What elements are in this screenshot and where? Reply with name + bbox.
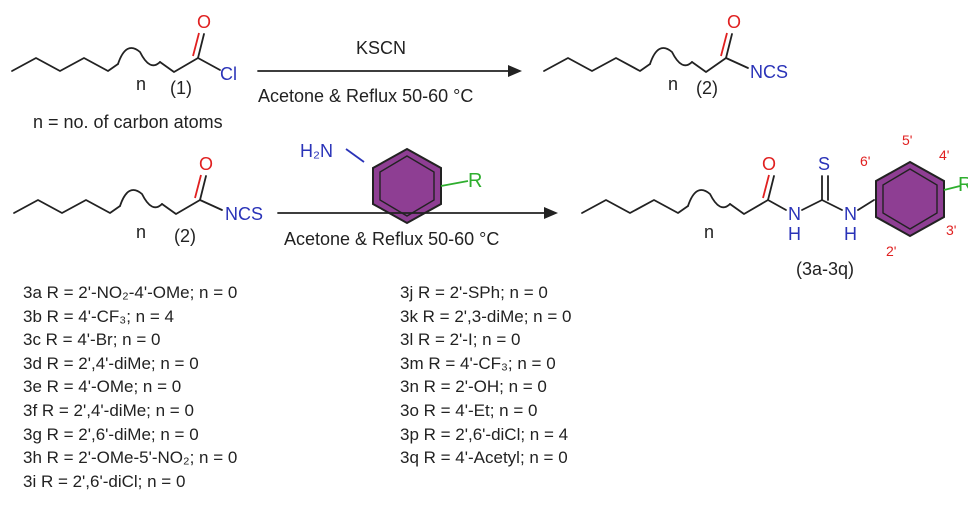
amine-label: H₂N: [300, 141, 333, 161]
nh-label-2: N: [844, 204, 857, 224]
ncs-label: NCS: [225, 204, 263, 224]
compound-entry: 3b R = 4'-CF₃; n = 4: [23, 306, 174, 326]
oxygen-label: O: [762, 154, 776, 174]
compound-list-right: 3j R = 2'-SPh; n = 0 3k R = 2',3-diMe; n…: [400, 281, 571, 470]
position-2-label: 2': [886, 243, 896, 259]
compound-entry: 3e R = 4'-OMe; n = 0: [23, 377, 182, 397]
n-subscript: n: [704, 222, 714, 242]
compound-entry: 3o R = 4'-Et; n = 0: [400, 400, 538, 420]
r-group-label: R: [468, 170, 482, 192]
r-group-label: R: [958, 174, 968, 196]
reagent-kscn: KSCN: [356, 38, 406, 58]
position-3-label: 3': [946, 222, 956, 238]
compound-entry: 3j R = 2'-SPh; n = 0: [400, 283, 548, 302]
n-subscript: n: [136, 222, 146, 242]
compound-2-label: (2): [696, 78, 718, 98]
benzene-ring: [875, 160, 945, 238]
compound-entry: 3m R = 4'-CF₃; n = 0: [400, 353, 556, 373]
compound-1-label: (1): [170, 78, 192, 98]
ncs-label: NCS: [750, 62, 788, 82]
position-5-label: 5': [902, 132, 912, 148]
compound-entry: 3k R = 2',3-diMe; n = 0: [400, 306, 572, 326]
compound-entry: 3h R = 2'-OMe-5'-NO₂; n = 0: [23, 448, 238, 468]
position-4-label: 4': [939, 147, 949, 163]
benzene-ring: [372, 147, 442, 225]
acyl-chloride-1: O Cl n (1): [11, 12, 237, 98]
compound-entry: 3d R = 2',4'-diMe; n = 0: [23, 353, 199, 373]
compound-entry: 3c R = 4'-Br; n = 0: [23, 330, 161, 350]
compound-entry: 3q R = 4'-Acetyl; n = 0: [400, 448, 568, 468]
product-label: (3a-3q): [796, 259, 854, 279]
acyl-thiourea-product: O S N H N H n R 2' 3' 4' 5' 6' (3a-3q): [581, 132, 968, 279]
h-label-1: H: [788, 224, 801, 244]
oxygen-label: O: [197, 12, 211, 32]
chlorine-label: Cl: [220, 64, 237, 84]
compound-entry: 3l R = 2'-I; n = 0: [400, 330, 521, 350]
compound-entry: 3a R = 2'-NO₂-4'-OMe; n = 0: [23, 283, 238, 302]
reaction-arrow-2: Acetone & Reflux 50-60 °C: [277, 207, 558, 249]
conditions-1: Acetone & Reflux 50-60 °C: [258, 86, 473, 106]
n-subscript: n: [136, 74, 146, 94]
acyl-isothiocyanate-2: O NCS n (2): [13, 154, 263, 246]
position-6-label: 6': [860, 153, 870, 169]
nh-label-1: N: [788, 204, 801, 224]
sulfur-label: S: [818, 154, 830, 174]
compound-list-left: 3a R = 2'-NO₂-4'-OMe; n = 0 3b R = 4'-CF…: [23, 281, 237, 493]
n-definition-note: n = no. of carbon atoms: [33, 112, 223, 132]
compound-entry: 3n R = 2'-OH; n = 0: [400, 377, 547, 397]
acyl-isothiocyanate-2-top: O NCS n (2): [543, 12, 788, 98]
oxygen-label: O: [727, 12, 741, 32]
n-subscript: n: [668, 74, 678, 94]
compound-entry: 3p R = 2',6'-diCl; n = 4: [400, 424, 569, 444]
compound-entry: 3i R = 2',6'-diCl; n = 0: [23, 471, 186, 491]
oxygen-label: O: [199, 154, 213, 174]
reaction-arrow-1: KSCN Acetone & Reflux 50-60 °C: [257, 38, 522, 106]
compound-entry: 3g R = 2',6'-diMe; n = 0: [23, 424, 199, 444]
substituted-aniline: H₂N R: [300, 141, 482, 225]
compound-entry: 3f R = 2',4'-diMe; n = 0: [23, 400, 194, 420]
conditions-2: Acetone & Reflux 50-60 °C: [284, 229, 499, 249]
compound-2-label: (2): [174, 226, 196, 246]
h-label-2: H: [844, 224, 857, 244]
